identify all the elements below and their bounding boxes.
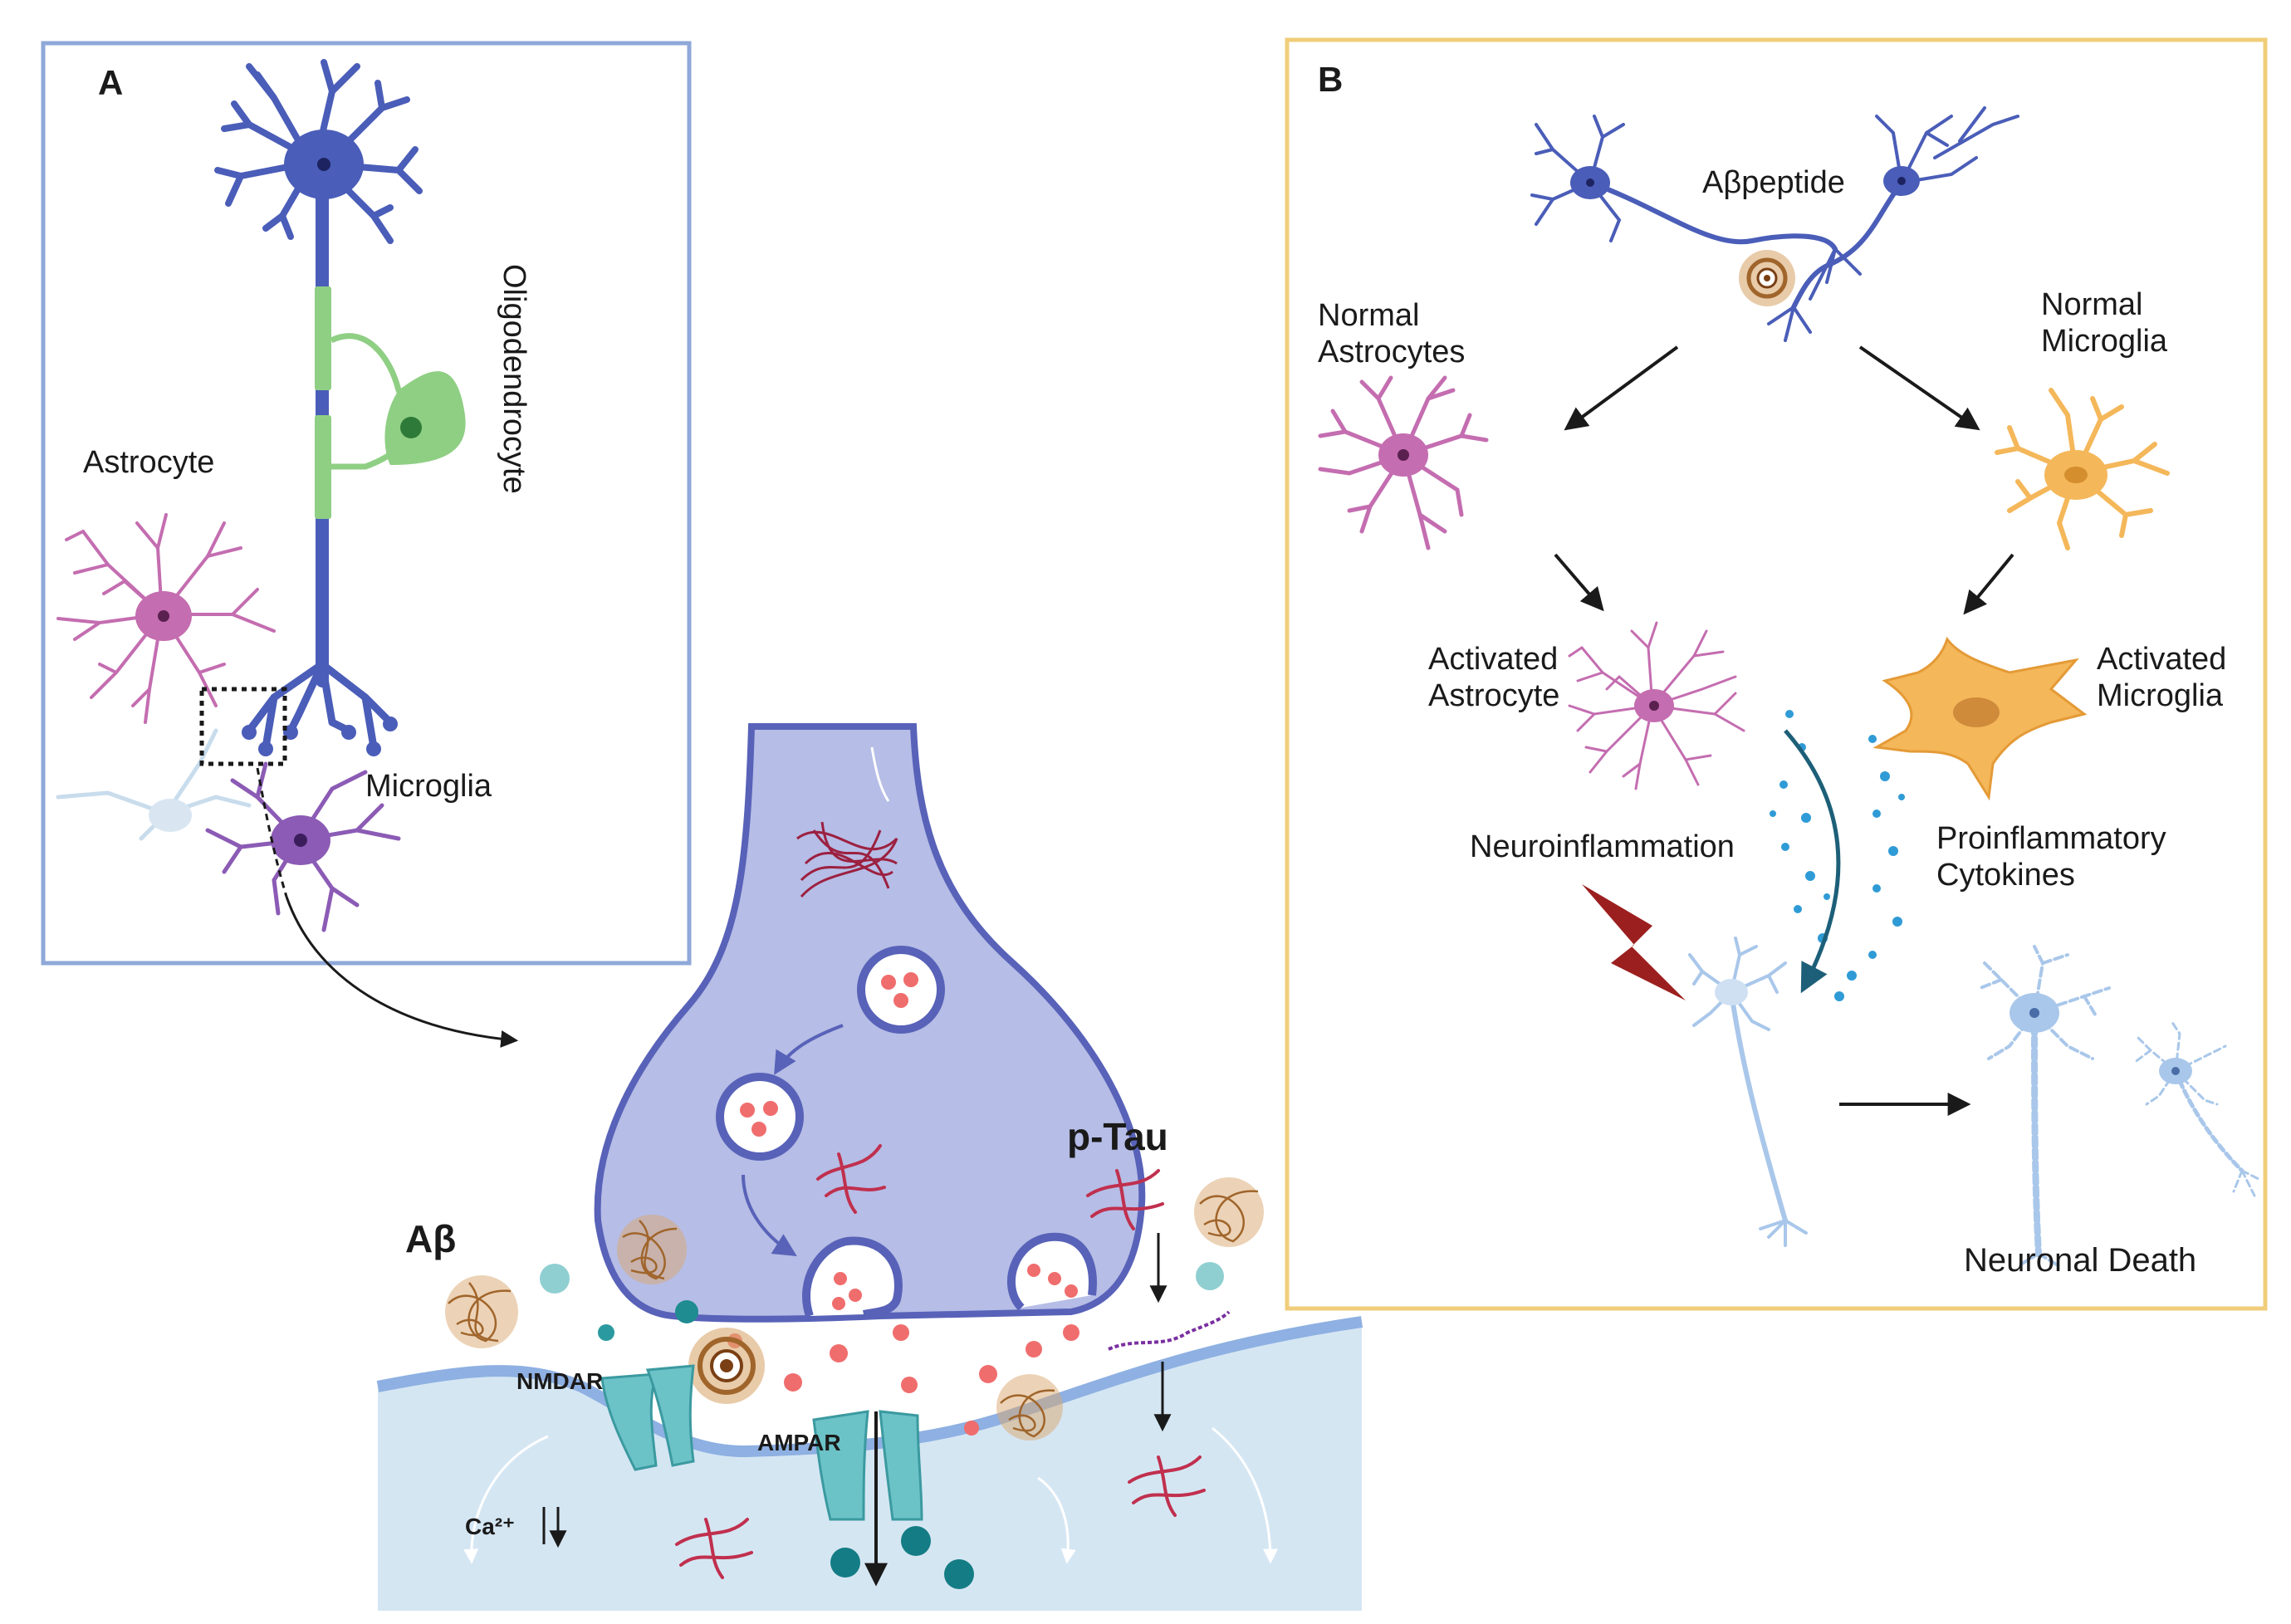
panel-a-letter: A [98,63,124,102]
abeta-neuron-right-nucleus [1897,177,1906,185]
faint-astrocyte-soma [149,799,192,832]
activated-astrocyte-label: Activated Astrocyte [1428,641,1559,714]
ptau-filament [816,1144,886,1214]
signal-flow-arrows [463,1426,1278,1564]
ptau-filament [675,1518,753,1579]
abeta-plaque-b [1739,250,1795,306]
vesicle [857,946,945,1034]
ptau-filament [1086,1169,1164,1230]
dying-neuron-small-nucleus [2171,1067,2180,1075]
zoom-connector [256,767,288,898]
oligodendrocyte-label: Oligodendrocyte [497,264,531,494]
normal-microglia-label: Normal Microglia [2041,286,2167,360]
panel-a-frame [41,41,692,966]
abeta-peptide-label: Aβpeptide [1702,165,1845,200]
flow-arrow [1564,345,1679,431]
astrocyte-label: Astrocyte [83,445,215,480]
normal-astrocytes-line-2: Astrocytes [1318,335,1466,369]
nmdar-label: NMDAR [516,1368,604,1394]
ptau-filament [1128,1455,1206,1517]
panel-b-letter: B [1318,60,1344,99]
neurofibrillary-tangle [796,821,898,898]
affected-neuron [1688,937,1808,1247]
activated-microglia-label: Activated Microglia [2097,641,2226,714]
abeta-neurons [1530,106,2019,342]
microglia-label: Microglia [365,769,492,804]
activated-microglia-line-2: Microglia [2097,678,2224,713]
microglia-a-nucleus [294,834,307,847]
proinflammatory-line-2: Cytokines [1936,858,2075,893]
terminal-highlight [870,746,890,802]
normal-astrocyte-nucleus [1398,449,1409,461]
cytokine-arrow [1784,729,1841,994]
activated-astrocyte-nucleus [1649,701,1659,711]
panel-b-frame [1285,37,2268,1311]
vesicle [716,1073,804,1161]
flow-arrow [1554,553,1604,612]
ptau-chain [1108,1310,1231,1351]
flow-arrow [1963,553,2014,615]
ion-spheres [540,1262,1224,1589]
activated-microglia-line-1: Activated [2097,642,2227,677]
activated-astrocyte-line-2: Astrocyte [1428,678,1560,713]
presynaptic-terminal [594,723,1146,1323]
amyloid-plaque [617,1215,687,1284]
activated-astrocyte-line-1: Activated [1428,642,1559,677]
calcium-label: Ca²⁺ [465,1514,515,1539]
affected-neuron-soma [1715,979,1748,1005]
ampar-label: AMPAR [757,1430,841,1455]
calcium-arrows [544,1507,558,1544]
amyloid-plaque [1194,1177,1264,1247]
fusing-vesicle [802,1236,903,1318]
amyloid-plaque [996,1374,1063,1441]
normal-microglia-line-1: Normal [2041,287,2143,322]
ampar-receptor [812,1410,923,1521]
dying-neuron [2132,1020,2260,1197]
oligodendrocyte-cell [315,286,466,519]
zoom-arrow [285,896,519,1048]
ptau-label: p-Tau [1067,1115,1168,1158]
proinflammatory-line-1: Proinflammatory [1936,821,2166,856]
nmdar-receptor [600,1364,695,1471]
normal-microglia-line-2: Microglia [2041,324,2168,359]
proinflammatory-cytokines-label: Proinflammatory Cytokines [1936,820,2166,893]
axon-terminal-boutons [242,717,398,756]
postsynaptic-membrane [376,1316,1363,1458]
amyloid-plaque [445,1275,518,1348]
zoom-box [199,687,287,766]
vesicle-transport-arrow [774,1024,844,1075]
neuroinflammation-label: Neuroinflammation [1470,829,1735,864]
normal-microglia-nucleus [2064,467,2088,483]
abeta-label: Aβ [405,1217,457,1260]
dying-neuron-nucleus [2029,1008,2039,1018]
normal-astrocytes-label: Normal Astrocytes [1318,297,1465,370]
neuron-a-nucleus [317,158,330,171]
dying-neuron [1979,945,2111,1268]
amyloid-plaque-core [688,1328,765,1404]
flow-arrow [1858,345,1980,431]
abeta-neuron-left-nucleus [1586,179,1594,187]
astrocyte-a-nucleus [158,610,169,622]
activated-microglia-nucleus [1953,697,2000,727]
vesicle-transport-arrow [742,1174,797,1256]
neuronal-death-label: Neuronal Death [1964,1242,2197,1279]
postsynaptic-region [378,1322,1362,1611]
fusing-vesicle [1006,1232,1097,1311]
lightning-bolt-icon [1582,884,1686,1000]
normal-astrocytes-line-1: Normal [1318,298,1420,333]
